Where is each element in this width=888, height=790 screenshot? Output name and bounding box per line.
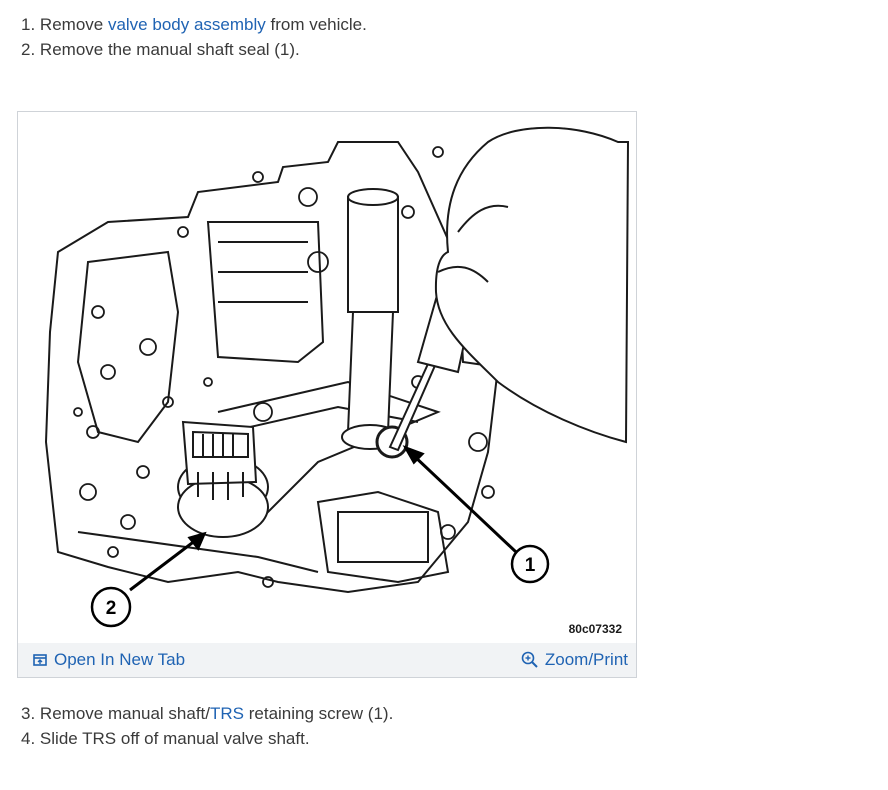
zoom-print-button[interactable]: Zoom/Print bbox=[521, 650, 628, 670]
callout-2-label: 2 bbox=[106, 598, 117, 619]
step-2: 2. Remove the manual shaft seal (1). bbox=[21, 40, 300, 59]
figure-container: 1 2 80c07332 Open In New Tab Zoom/Print bbox=[17, 111, 637, 678]
callout-1-label: 1 bbox=[525, 555, 536, 576]
open-new-tab-label: Open In New Tab bbox=[54, 650, 186, 669]
zoom-print-label: Zoom/Print bbox=[544, 650, 628, 669]
valve-body-assembly-link[interactable]: valve body assembly bbox=[107, 15, 266, 34]
callout-2: 2 bbox=[90, 586, 132, 628]
valve-body-illustration: 1 2 bbox=[44, 126, 630, 628]
open-new-tab-icon bbox=[33, 654, 47, 666]
step-3: 3. Remove manual shaft/TRS retaining scr… bbox=[21, 704, 394, 723]
step-1: 1. Remove valve body assembly from vehic… bbox=[21, 15, 367, 34]
callout-1: 1 bbox=[510, 544, 550, 584]
open-new-tab-button[interactable]: Open In New Tab bbox=[32, 650, 185, 670]
instruction-steps-bottom: 3. Remove manual shaft/TRS retaining scr… bbox=[21, 701, 393, 751]
step-4: 4. Slide TRS off of manual valve shaft. bbox=[21, 729, 310, 748]
figure-toolbar: Open In New Tab Zoom/Print bbox=[18, 643, 636, 677]
trs-link[interactable]: TRS bbox=[210, 704, 245, 723]
instruction-steps-top: 1. Remove valve body assembly from vehic… bbox=[21, 12, 367, 62]
figure-code: 80c07332 bbox=[568, 622, 622, 636]
zoom-in-icon bbox=[521, 651, 538, 668]
